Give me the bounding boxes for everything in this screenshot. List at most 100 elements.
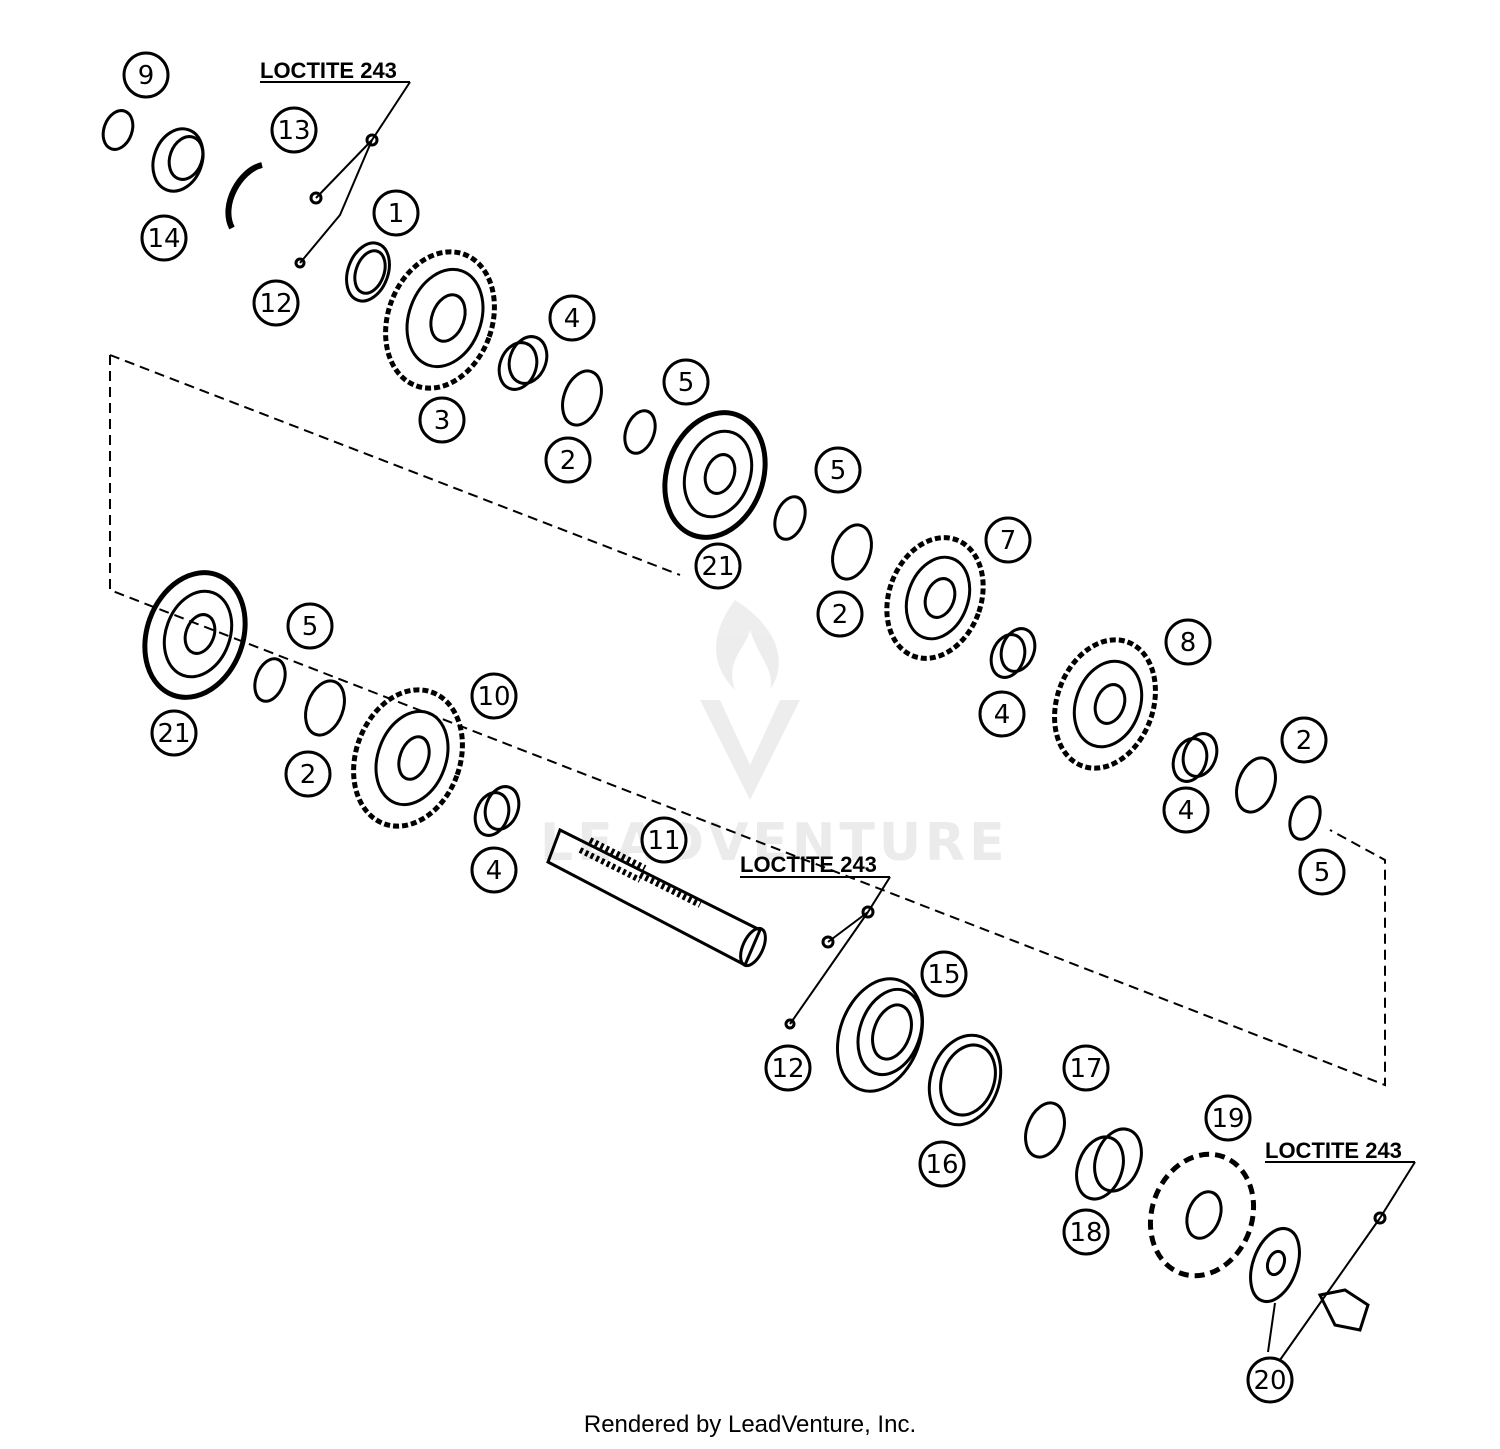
callout-label: 13 xyxy=(277,116,310,146)
o-ring-part xyxy=(1024,1101,1066,1159)
callout-label: 5 xyxy=(302,612,319,642)
retainer-part xyxy=(225,162,263,230)
callout-1: 1 xyxy=(372,189,420,237)
callout-label: 19 xyxy=(1211,1104,1244,1134)
callout-label: 5 xyxy=(830,456,847,486)
needle-bearing-part xyxy=(497,335,549,391)
bolt-part xyxy=(1317,1211,1387,1332)
screw-part xyxy=(861,905,875,919)
callout-4: 4 xyxy=(1162,786,1210,834)
bearing-part xyxy=(835,977,925,1093)
callout-7: 7 xyxy=(984,516,1032,564)
circlip-part xyxy=(253,657,287,703)
callout-label: 10 xyxy=(477,682,510,712)
callout-label: 20 xyxy=(1253,1366,1286,1396)
render-credit: Rendered by LeadVenture, Inc. xyxy=(584,1411,916,1438)
loctite-note: LOCTITE 243 xyxy=(1265,1138,1402,1163)
callout-2: 2 xyxy=(544,436,592,484)
callout-11: 11 xyxy=(640,816,688,864)
washer-part xyxy=(345,241,391,303)
callout-8: 8 xyxy=(1164,618,1212,666)
callout-13: 13 xyxy=(270,106,318,154)
callout-18: 18 xyxy=(1062,1208,1110,1256)
callout-label: 4 xyxy=(564,304,581,334)
callout-label: 15 xyxy=(927,960,960,990)
circlip-part xyxy=(773,495,807,541)
callout-label: 2 xyxy=(832,600,849,630)
screw-part xyxy=(784,1018,796,1030)
needle-bearing-part xyxy=(473,785,521,837)
callout-label: 4 xyxy=(486,856,503,886)
washer-part xyxy=(1249,1227,1301,1303)
watermark-text: LEADVENTURE xyxy=(540,813,1009,873)
bushing-part xyxy=(1075,1127,1143,1201)
shift-dog-part xyxy=(142,570,248,700)
callout-4: 4 xyxy=(470,846,518,894)
callout-12: 12 xyxy=(252,279,300,327)
callout-label: 16 xyxy=(925,1150,958,1180)
callout-4: 4 xyxy=(548,294,596,342)
callout-label: 9 xyxy=(138,61,155,91)
callout-label: 1 xyxy=(388,199,405,229)
screw-part xyxy=(821,935,835,949)
callout-label: 12 xyxy=(771,1054,804,1084)
callout-21: 21 xyxy=(694,542,742,590)
callout-14: 14 xyxy=(140,214,188,262)
parts xyxy=(101,109,1387,1332)
gear-part xyxy=(884,535,986,661)
callout-5: 5 xyxy=(1298,848,1346,896)
callout-3: 3 xyxy=(418,396,466,444)
callout-15: 15 xyxy=(920,950,968,998)
callout-label: 11 xyxy=(647,826,680,856)
callout-21: 21 xyxy=(150,709,198,757)
callout-2: 2 xyxy=(1280,716,1328,764)
callout-2: 2 xyxy=(284,750,332,798)
sprocket-part xyxy=(1147,1151,1257,1279)
loctite-note: LOCTITE 243 xyxy=(740,852,877,877)
leadventure-watermark: LEADVENTURE xyxy=(540,600,1009,873)
circlip-part xyxy=(1288,795,1322,841)
thrust-washer-part xyxy=(561,369,603,427)
callouts: 9 13 14 1 12 3 4 2 5 21 5 7 2 21 5 8 4 1… xyxy=(122,51,1346,1404)
callout-2: 2 xyxy=(816,590,864,638)
callout-label: 7 xyxy=(1000,526,1017,556)
shaft-part xyxy=(546,827,767,968)
callout-label: 12 xyxy=(259,289,292,319)
loctite-note: LOCTITE 243 xyxy=(260,58,397,83)
callout-4: 4 xyxy=(978,690,1026,738)
circlip-part xyxy=(623,409,657,455)
callout-label: 21 xyxy=(701,552,734,582)
leader-lines xyxy=(260,81,1416,1361)
seal-part xyxy=(927,1033,1003,1127)
callout-20: 20 xyxy=(1246,1356,1294,1404)
callout-9: 9 xyxy=(122,51,170,99)
thrust-washer-part xyxy=(1235,756,1277,814)
callout-label: 5 xyxy=(678,368,695,398)
screw-part xyxy=(294,257,306,269)
assembly-outline xyxy=(109,355,1386,1087)
callout-label: 8 xyxy=(1180,628,1197,658)
screw-part xyxy=(365,133,379,147)
callout-label: 2 xyxy=(300,760,317,790)
callout-10: 10 xyxy=(470,672,518,720)
callout-label: 17 xyxy=(1069,1054,1102,1084)
callout-label: 14 xyxy=(147,224,180,254)
needle-bearing-part xyxy=(1171,732,1219,783)
callout-5: 5 xyxy=(662,358,710,406)
callout-label: 2 xyxy=(1296,726,1313,756)
bearing-part xyxy=(151,127,205,193)
callout-19: 19 xyxy=(1204,1094,1252,1142)
gear-part xyxy=(383,249,497,391)
callout-label: 4 xyxy=(994,700,1011,730)
callout-label: 3 xyxy=(434,406,451,436)
assembly-outline-top xyxy=(109,354,681,576)
shift-dog-part xyxy=(662,410,768,540)
callout-label: 2 xyxy=(560,446,577,476)
callout-label: 5 xyxy=(1314,858,1331,888)
callout-label: 18 xyxy=(1069,1218,1102,1248)
callout-12: 12 xyxy=(764,1044,812,1092)
circlip-part xyxy=(101,109,135,151)
thrust-washer-part xyxy=(831,523,873,581)
callout-5: 5 xyxy=(286,602,334,650)
